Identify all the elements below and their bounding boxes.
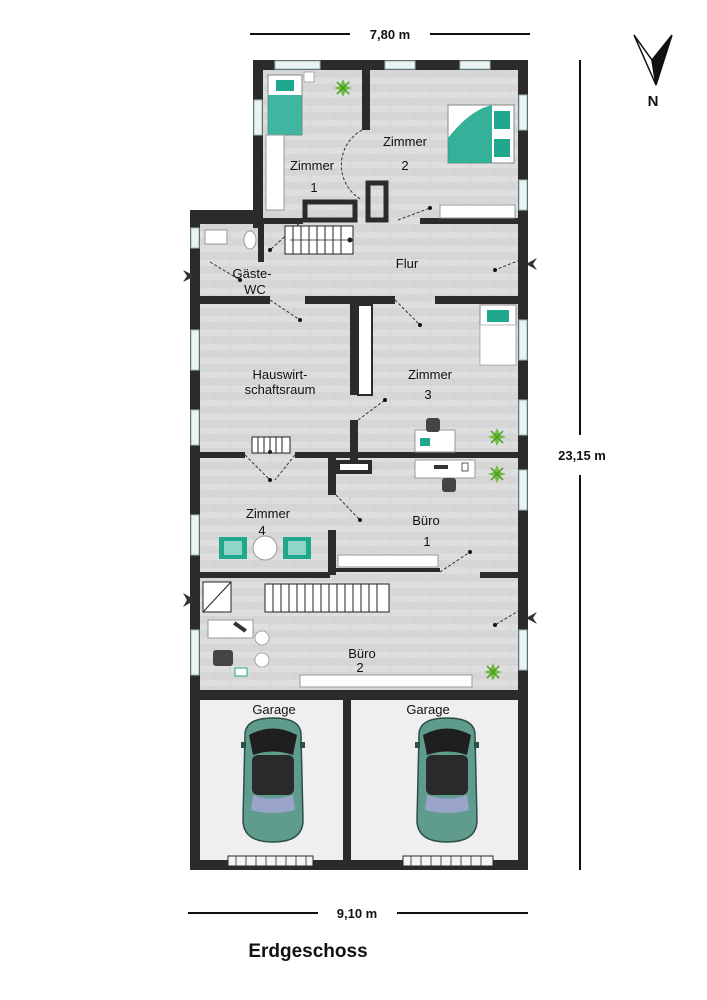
garage-doors — [227, 855, 494, 867]
dimension-top-label: 7,80 m — [370, 27, 410, 42]
room-label-zimmer-3-name: Zimmer — [408, 367, 453, 382]
room-label-garage-right: Garage — [406, 702, 449, 717]
entrance-arrow-west-lower — [183, 593, 195, 607]
wardrobe-zimmer-2 — [439, 204, 516, 219]
room-label-gaeste-wc-line2: WC — [244, 282, 266, 297]
bed-zimmer-1 — [267, 71, 315, 136]
room-label-zimmer-1-name: Zimmer — [290, 158, 335, 173]
plant-zimmer-3 — [488, 428, 506, 446]
entrance-arrow-east-upper — [526, 258, 537, 270]
entrance-arrows — [183, 258, 537, 624]
plant-buero-1 — [488, 465, 506, 483]
stairs-hauswirtschaftsraum — [251, 436, 291, 454]
room-label-zimmer-1-number: 1 — [310, 180, 317, 195]
desk-buero-2 — [207, 619, 270, 677]
entrance-arrow-east-lower — [526, 612, 537, 624]
stairs-lower — [202, 581, 390, 613]
room-label-hauswirtschaftsraum-line1: Hauswirt- — [253, 367, 308, 382]
room-label-garage-left: Garage — [252, 702, 295, 717]
stairs-upper — [284, 225, 354, 255]
desk-buero-1 — [414, 459, 476, 492]
car-right — [415, 717, 479, 843]
garage-door-right — [402, 855, 494, 867]
sideboard-buero-1 — [337, 554, 439, 568]
room-label-hauswirtschaftsraum-line2: schaftsraum — [245, 382, 316, 397]
dimension-bottom-label: 9,10 m — [337, 906, 377, 921]
wc-fixtures — [204, 229, 257, 250]
room-label-zimmer-4-name: Zimmer — [246, 506, 291, 521]
north-arrow: N — [633, 34, 673, 110]
north-label: N — [648, 93, 659, 110]
room-label-buero-1-name: Büro — [412, 513, 439, 528]
car-left — [241, 717, 305, 843]
seating-zimmer-4 — [219, 535, 311, 561]
room-labels: Zimmer 1 Zimmer 2 Gäste- WC Flur Hauswir… — [232, 134, 452, 717]
bed-zimmer-3 — [479, 304, 517, 366]
plan-title: Erdgeschoss — [248, 941, 367, 962]
garage-door-left — [227, 855, 314, 867]
bed-zimmer-2 — [447, 104, 515, 164]
dimension-height-label: 23,15 m — [558, 448, 606, 463]
desk-zimmer-3 — [414, 418, 456, 453]
dimension-height: 23,15 m — [558, 60, 606, 870]
sideboard-buero-2 — [299, 674, 473, 688]
plant-buero-2 — [484, 663, 502, 681]
plant-zimmer-1 — [334, 79, 352, 97]
wardrobe-zimmer-1 — [265, 134, 285, 211]
dimension-bottom: 9,10 m — [188, 906, 528, 921]
room-label-flur: Flur — [396, 256, 419, 271]
room-label-buero-2-name: Büro — [348, 646, 375, 661]
windows — [190, 60, 528, 676]
room-label-zimmer-3-number: 3 — [424, 387, 431, 402]
door-hinges — [238, 206, 497, 627]
plants — [334, 79, 506, 681]
room-label-zimmer-2-name: Zimmer — [383, 134, 428, 149]
room-label-zimmer-4-number: 4 — [258, 523, 265, 538]
floor-hauswirtschaftsraum — [200, 300, 355, 455]
room-label-zimmer-2-number: 2 — [401, 158, 408, 173]
room-label-buero-1-number: 1 — [423, 534, 430, 549]
entrance-arrow-west-upper — [183, 270, 195, 282]
room-label-buero-2-number: 2 — [356, 660, 363, 675]
room-label-gaeste-wc-line1: Gäste- — [232, 266, 271, 281]
dimension-top: 7,80 m — [250, 27, 530, 42]
